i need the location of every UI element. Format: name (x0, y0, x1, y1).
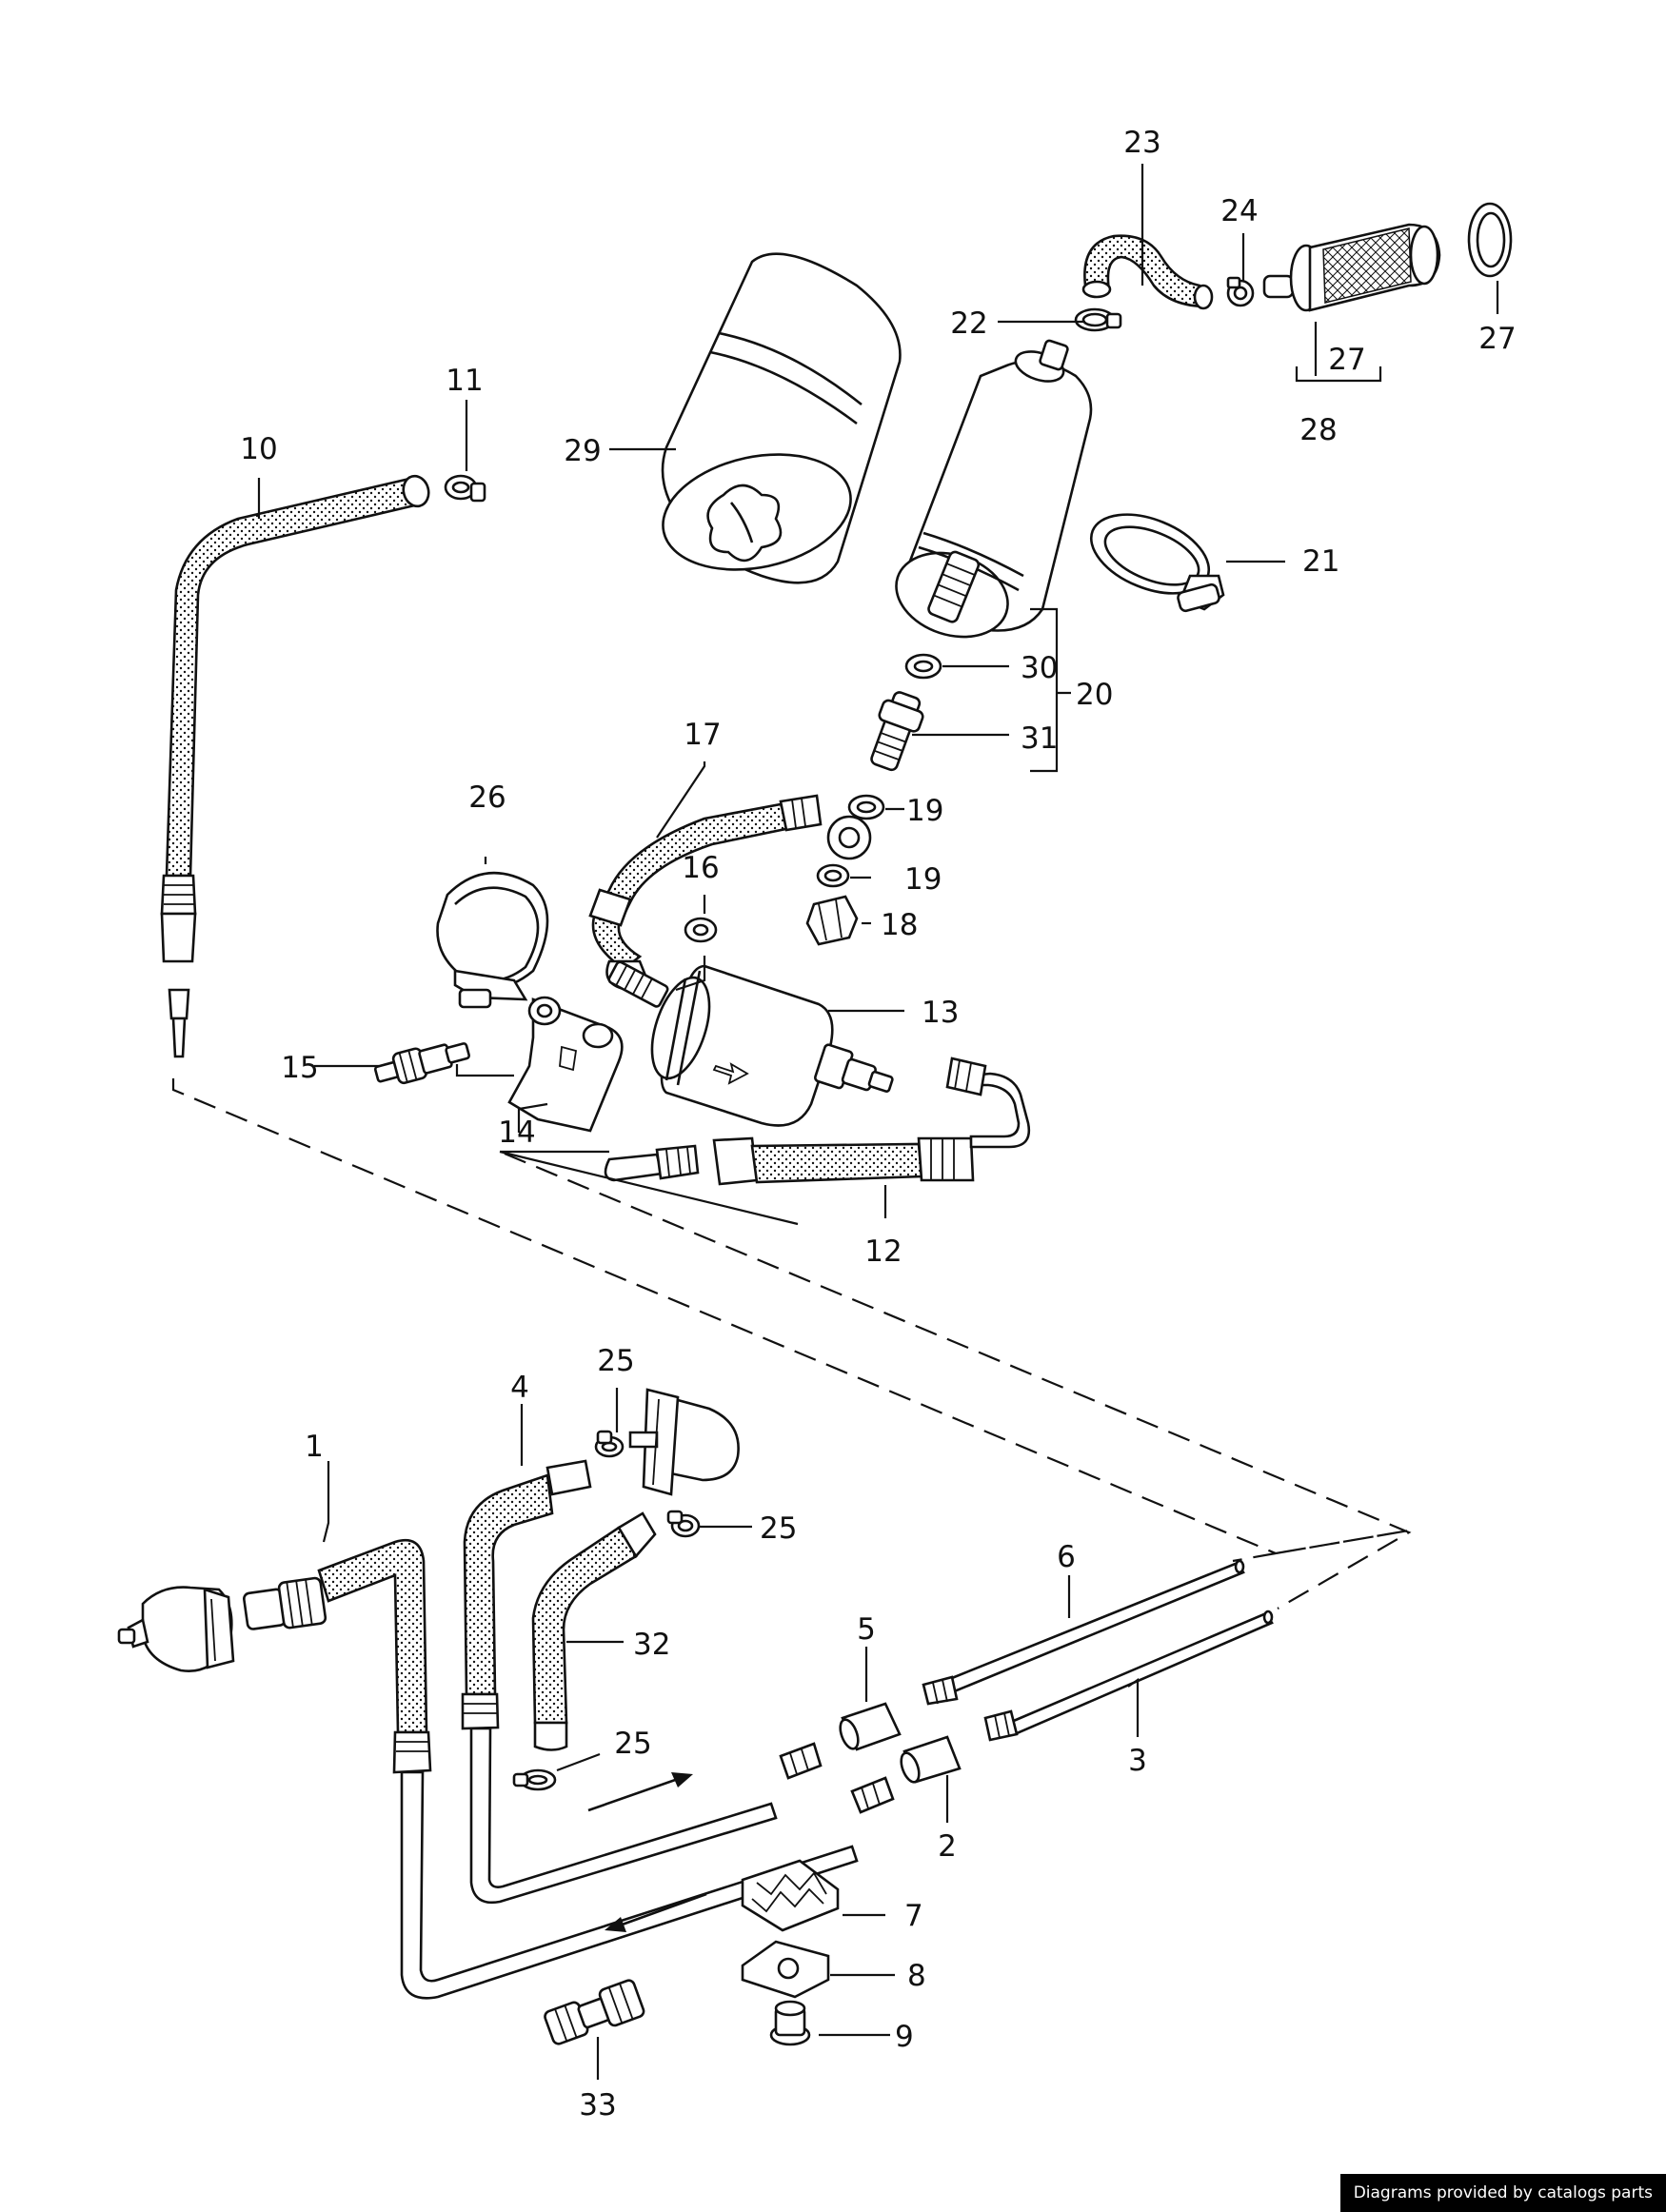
fuel-hose-part-17[interactable] (588, 794, 872, 1008)
callout-32: 32 (633, 1628, 670, 1662)
callout-29: 29 (564, 434, 601, 468)
dashed-routing-lines (171, 1078, 1412, 1610)
flow-arrow-left (605, 1892, 707, 1932)
pressure-regulator-right[interactable] (628, 1388, 740, 1496)
callout-3: 3 (1128, 1744, 1147, 1778)
callout-16: 16 (682, 851, 719, 885)
line-fitting-lower (850, 1776, 895, 1814)
fuel-pump-part-20[interactable] (885, 339, 1093, 651)
callout-22: 22 (950, 306, 987, 341)
fuel-line-part-12[interactable] (604, 1057, 1031, 1186)
callout-27b: 27 (1478, 322, 1516, 356)
fuel-hose-part-4[interactable] (461, 1459, 778, 1905)
callout-4: 4 (510, 1371, 529, 1405)
callout-27a: 27 (1328, 343, 1365, 377)
vent-hose-part-10[interactable] (160, 473, 432, 1058)
callout-14: 14 (498, 1116, 535, 1150)
callout-31: 31 (1021, 721, 1058, 756)
pressure-regulator-left[interactable] (117, 1586, 235, 1673)
callout-23: 23 (1123, 126, 1160, 160)
callout-24: 24 (1220, 194, 1258, 228)
fuel-filter-part-13[interactable] (641, 964, 897, 1127)
filter-clamp-part-26[interactable] (436, 871, 549, 1009)
hose-clamp-part-25b[interactable] (666, 1510, 701, 1538)
callout-30: 30 (1021, 651, 1058, 685)
seal-ring-part-30[interactable] (904, 653, 942, 680)
hose-clamp-part-11[interactable] (444, 474, 486, 503)
fuel-line-part-3[interactable] (983, 1610, 1274, 1742)
bolt-part-9[interactable] (769, 2000, 811, 2046)
hose-clamp-part-25c[interactable] (512, 1768, 557, 1791)
callout-19a: 19 (906, 794, 943, 828)
banjo-bolt-part-31[interactable] (863, 688, 928, 774)
callout-25c: 25 (614, 1727, 651, 1761)
line-fitting-upper (779, 1742, 823, 1780)
callout-11: 11 (446, 364, 483, 398)
hose-clamp-part-25a[interactable] (594, 1430, 625, 1458)
bracket-part-14[interactable] (507, 996, 624, 1133)
flow-arrow-right (587, 1772, 693, 1812)
fitting-part-15[interactable] (373, 1036, 472, 1090)
callout-9: 9 (895, 2020, 914, 2054)
fuel-accumulator-part-29[interactable] (652, 252, 902, 586)
clip-nut-part-8[interactable] (741, 1940, 830, 1999)
seal-ring-part-19a[interactable] (847, 794, 885, 820)
callout-7: 7 (904, 1899, 923, 1933)
nut-part-16[interactable] (684, 917, 718, 943)
callout-21: 21 (1302, 544, 1339, 579)
callout-13: 13 (922, 996, 959, 1030)
callout-15: 15 (281, 1051, 318, 1085)
suction-hose-part-23[interactable] (1081, 234, 1214, 310)
strainer-part-27[interactable] (1262, 223, 1441, 312)
callout-17: 17 (684, 718, 721, 752)
callout-12: 12 (864, 1234, 902, 1269)
callout-20: 20 (1076, 678, 1113, 712)
connector-part-5[interactable] (837, 1702, 902, 1751)
fuel-line-part-6[interactable] (922, 1559, 1245, 1706)
clamp-part-24[interactable] (1226, 276, 1255, 307)
hose-clamp-part-22[interactable] (1074, 307, 1122, 332)
callout-28: 28 (1299, 413, 1337, 447)
callout-33: 33 (579, 2088, 616, 2123)
callout-26: 26 (468, 780, 506, 815)
callout-5: 5 (857, 1612, 876, 1647)
callout-6: 6 (1057, 1540, 1076, 1574)
callout-18: 18 (881, 908, 918, 942)
fuel-hose-part-32[interactable] (531, 1511, 657, 1751)
seal-ring-part-27[interactable] (1467, 202, 1513, 278)
diagram-credit: Diagrams provided by catalogs parts (1339, 2174, 1666, 2212)
seal-ring-part-19b[interactable] (816, 863, 850, 888)
connector-part-2[interactable] (898, 1735, 962, 1785)
callout-19b: 19 (904, 862, 942, 897)
callout-2: 2 (938, 1829, 957, 1864)
leader-lines (257, 164, 1499, 2080)
callout-labels: 1 2 3 4 5 6 7 8 9 10 11 12 13 14 15 16 1… (240, 126, 1516, 2123)
callout-25a: 25 (597, 1344, 634, 1378)
callout-25b: 25 (760, 1511, 797, 1546)
clip-part-7[interactable] (741, 1859, 840, 1932)
tank-clamp-part-21[interactable] (1080, 499, 1225, 613)
nut-part-18[interactable] (805, 895, 859, 946)
callout-10: 10 (240, 432, 277, 466)
callout-1: 1 (305, 1430, 324, 1464)
union-part-33[interactable] (543, 1979, 645, 2047)
callout-8: 8 (907, 1959, 926, 1993)
